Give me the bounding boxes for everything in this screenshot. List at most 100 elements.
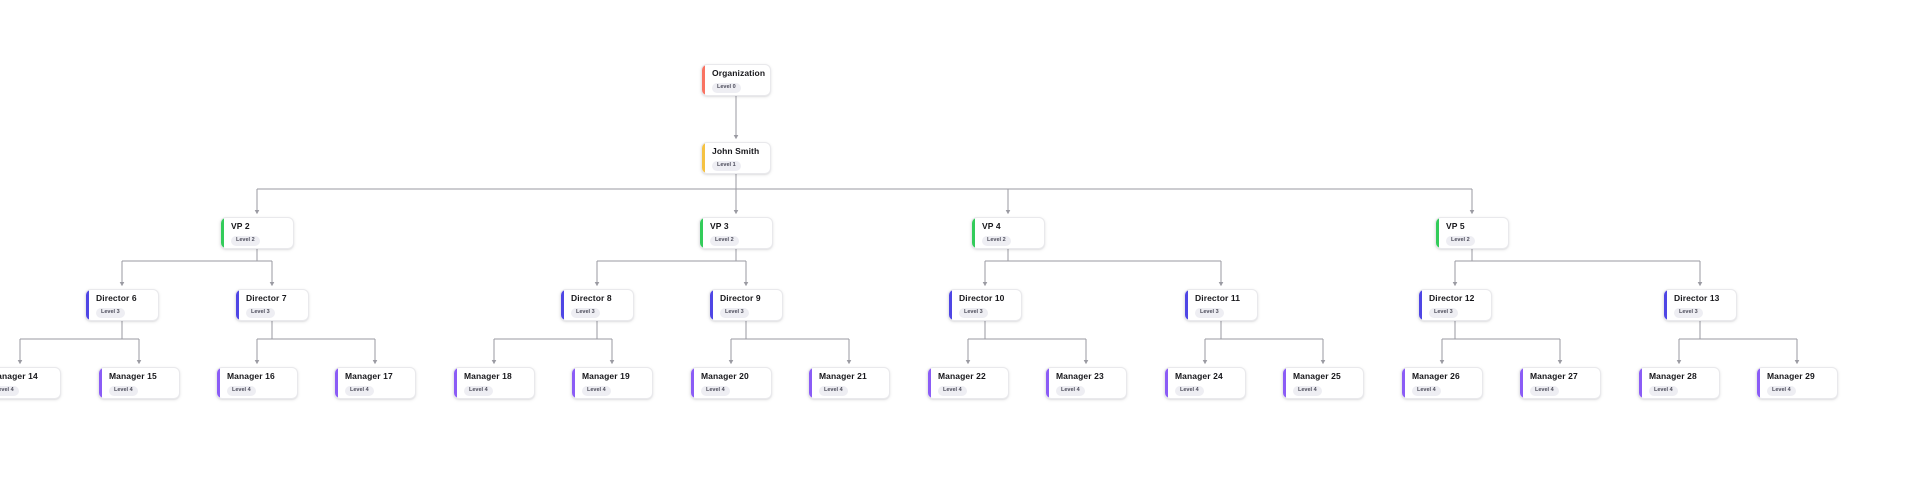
node-level-badge: Level 4 [582,385,611,396]
node-accent-bar [1520,368,1523,398]
node-accent-bar [1046,368,1049,398]
org-node[interactable]: Manager 18 Level 4 [453,367,535,399]
node-accent-bar [1402,368,1405,398]
org-node[interactable]: VP 4 Level 2 [971,217,1045,249]
org-node[interactable]: Director 12 Level 3 [1418,289,1492,321]
node-title: Manager 27 [1530,370,1578,381]
node-level-badge: Level 2 [982,235,1011,246]
node-accent-bar [86,290,89,320]
org-node[interactable]: Manager 16 Level 4 [216,367,298,399]
node-accent-bar [702,143,705,173]
node-title: Director 9 [720,292,761,303]
node-accent-bar [335,368,338,398]
org-node[interactable]: Manager 27 Level 4 [1519,367,1601,399]
node-level-badge: Level 4 [1530,385,1559,396]
node-accent-bar [1757,368,1760,398]
node-title: VP 5 [1446,220,1465,231]
org-node[interactable]: Manager 19 Level 4 [571,367,653,399]
org-node[interactable]: Manager 14 Level 4 [0,367,61,399]
node-title: Manager 23 [1056,370,1104,381]
node-level-badge: Level 4 [1175,385,1204,396]
org-node[interactable]: Manager 29 Level 4 [1756,367,1838,399]
node-level-badge: Level 4 [819,385,848,396]
node-accent-bar [949,290,952,320]
node-accent-bar [454,368,457,398]
node-title: VP 2 [231,220,250,231]
org-node[interactable]: Manager 28 Level 4 [1638,367,1720,399]
node-title: Director 12 [1429,292,1475,303]
node-title: Manager 16 [227,370,275,381]
node-title: Director 8 [571,292,612,303]
node-title: Manager 19 [582,370,630,381]
node-accent-bar [972,218,975,248]
org-node[interactable]: Manager 20 Level 4 [690,367,772,399]
node-title: Manager 24 [1175,370,1223,381]
node-level-badge: Level 4 [701,385,730,396]
node-level-badge: Level 4 [1649,385,1678,396]
node-accent-bar [1165,368,1168,398]
node-accent-bar [1419,290,1422,320]
org-node[interactable]: Manager 23 Level 4 [1045,367,1127,399]
node-accent-bar [702,65,705,95]
node-accent-bar [928,368,931,398]
node-title: Director 10 [959,292,1005,303]
node-accent-bar [1283,368,1286,398]
node-title: Manager 15 [109,370,157,381]
node-accent-bar [1436,218,1439,248]
node-title: Director 13 [1674,292,1720,303]
node-accent-bar [236,290,239,320]
node-title: Director 6 [96,292,137,303]
node-title: Manager 28 [1649,370,1697,381]
node-level-badge: Level 0 [712,82,741,93]
node-level-badge: Level 4 [109,385,138,396]
org-node[interactable]: Director 11 Level 3 [1184,289,1258,321]
node-level-badge: Level 4 [1767,385,1796,396]
node-level-badge: Level 3 [1195,307,1224,318]
node-title: John Smith [712,145,760,156]
org-node[interactable]: VP 5 Level 2 [1435,217,1509,249]
node-title: Director 11 [1195,292,1241,303]
node-level-badge: Level 4 [0,385,19,396]
org-node[interactable]: Manager 15 Level 4 [98,367,180,399]
node-level-badge: Level 4 [1293,385,1322,396]
node-title: Manager 14 [0,370,38,381]
node-accent-bar [221,218,224,248]
node-accent-bar [217,368,220,398]
node-title: Manager 18 [464,370,512,381]
node-level-badge: Level 3 [720,307,749,318]
node-level-badge: Level 4 [1056,385,1085,396]
node-accent-bar [572,368,575,398]
node-title: Manager 20 [701,370,749,381]
node-level-badge: Level 2 [1446,235,1475,246]
node-title: Manager 29 [1767,370,1815,381]
node-level-badge: Level 4 [345,385,374,396]
node-level-badge: Level 2 [710,235,739,246]
org-node[interactable]: Director 9 Level 3 [709,289,783,321]
node-accent-bar [809,368,812,398]
node-level-badge: Level 4 [464,385,493,396]
node-level-badge: Level 4 [227,385,256,396]
node-accent-bar [1185,290,1188,320]
org-node[interactable]: Manager 24 Level 4 [1164,367,1246,399]
node-accent-bar [691,368,694,398]
node-level-badge: Level 3 [1429,307,1458,318]
org-node[interactable]: Director 13 Level 3 [1663,289,1737,321]
node-level-badge: Level 3 [1674,307,1703,318]
node-title: VP 4 [982,220,1001,231]
node-level-badge: Level 4 [1412,385,1441,396]
node-level-badge: Level 3 [246,307,275,318]
